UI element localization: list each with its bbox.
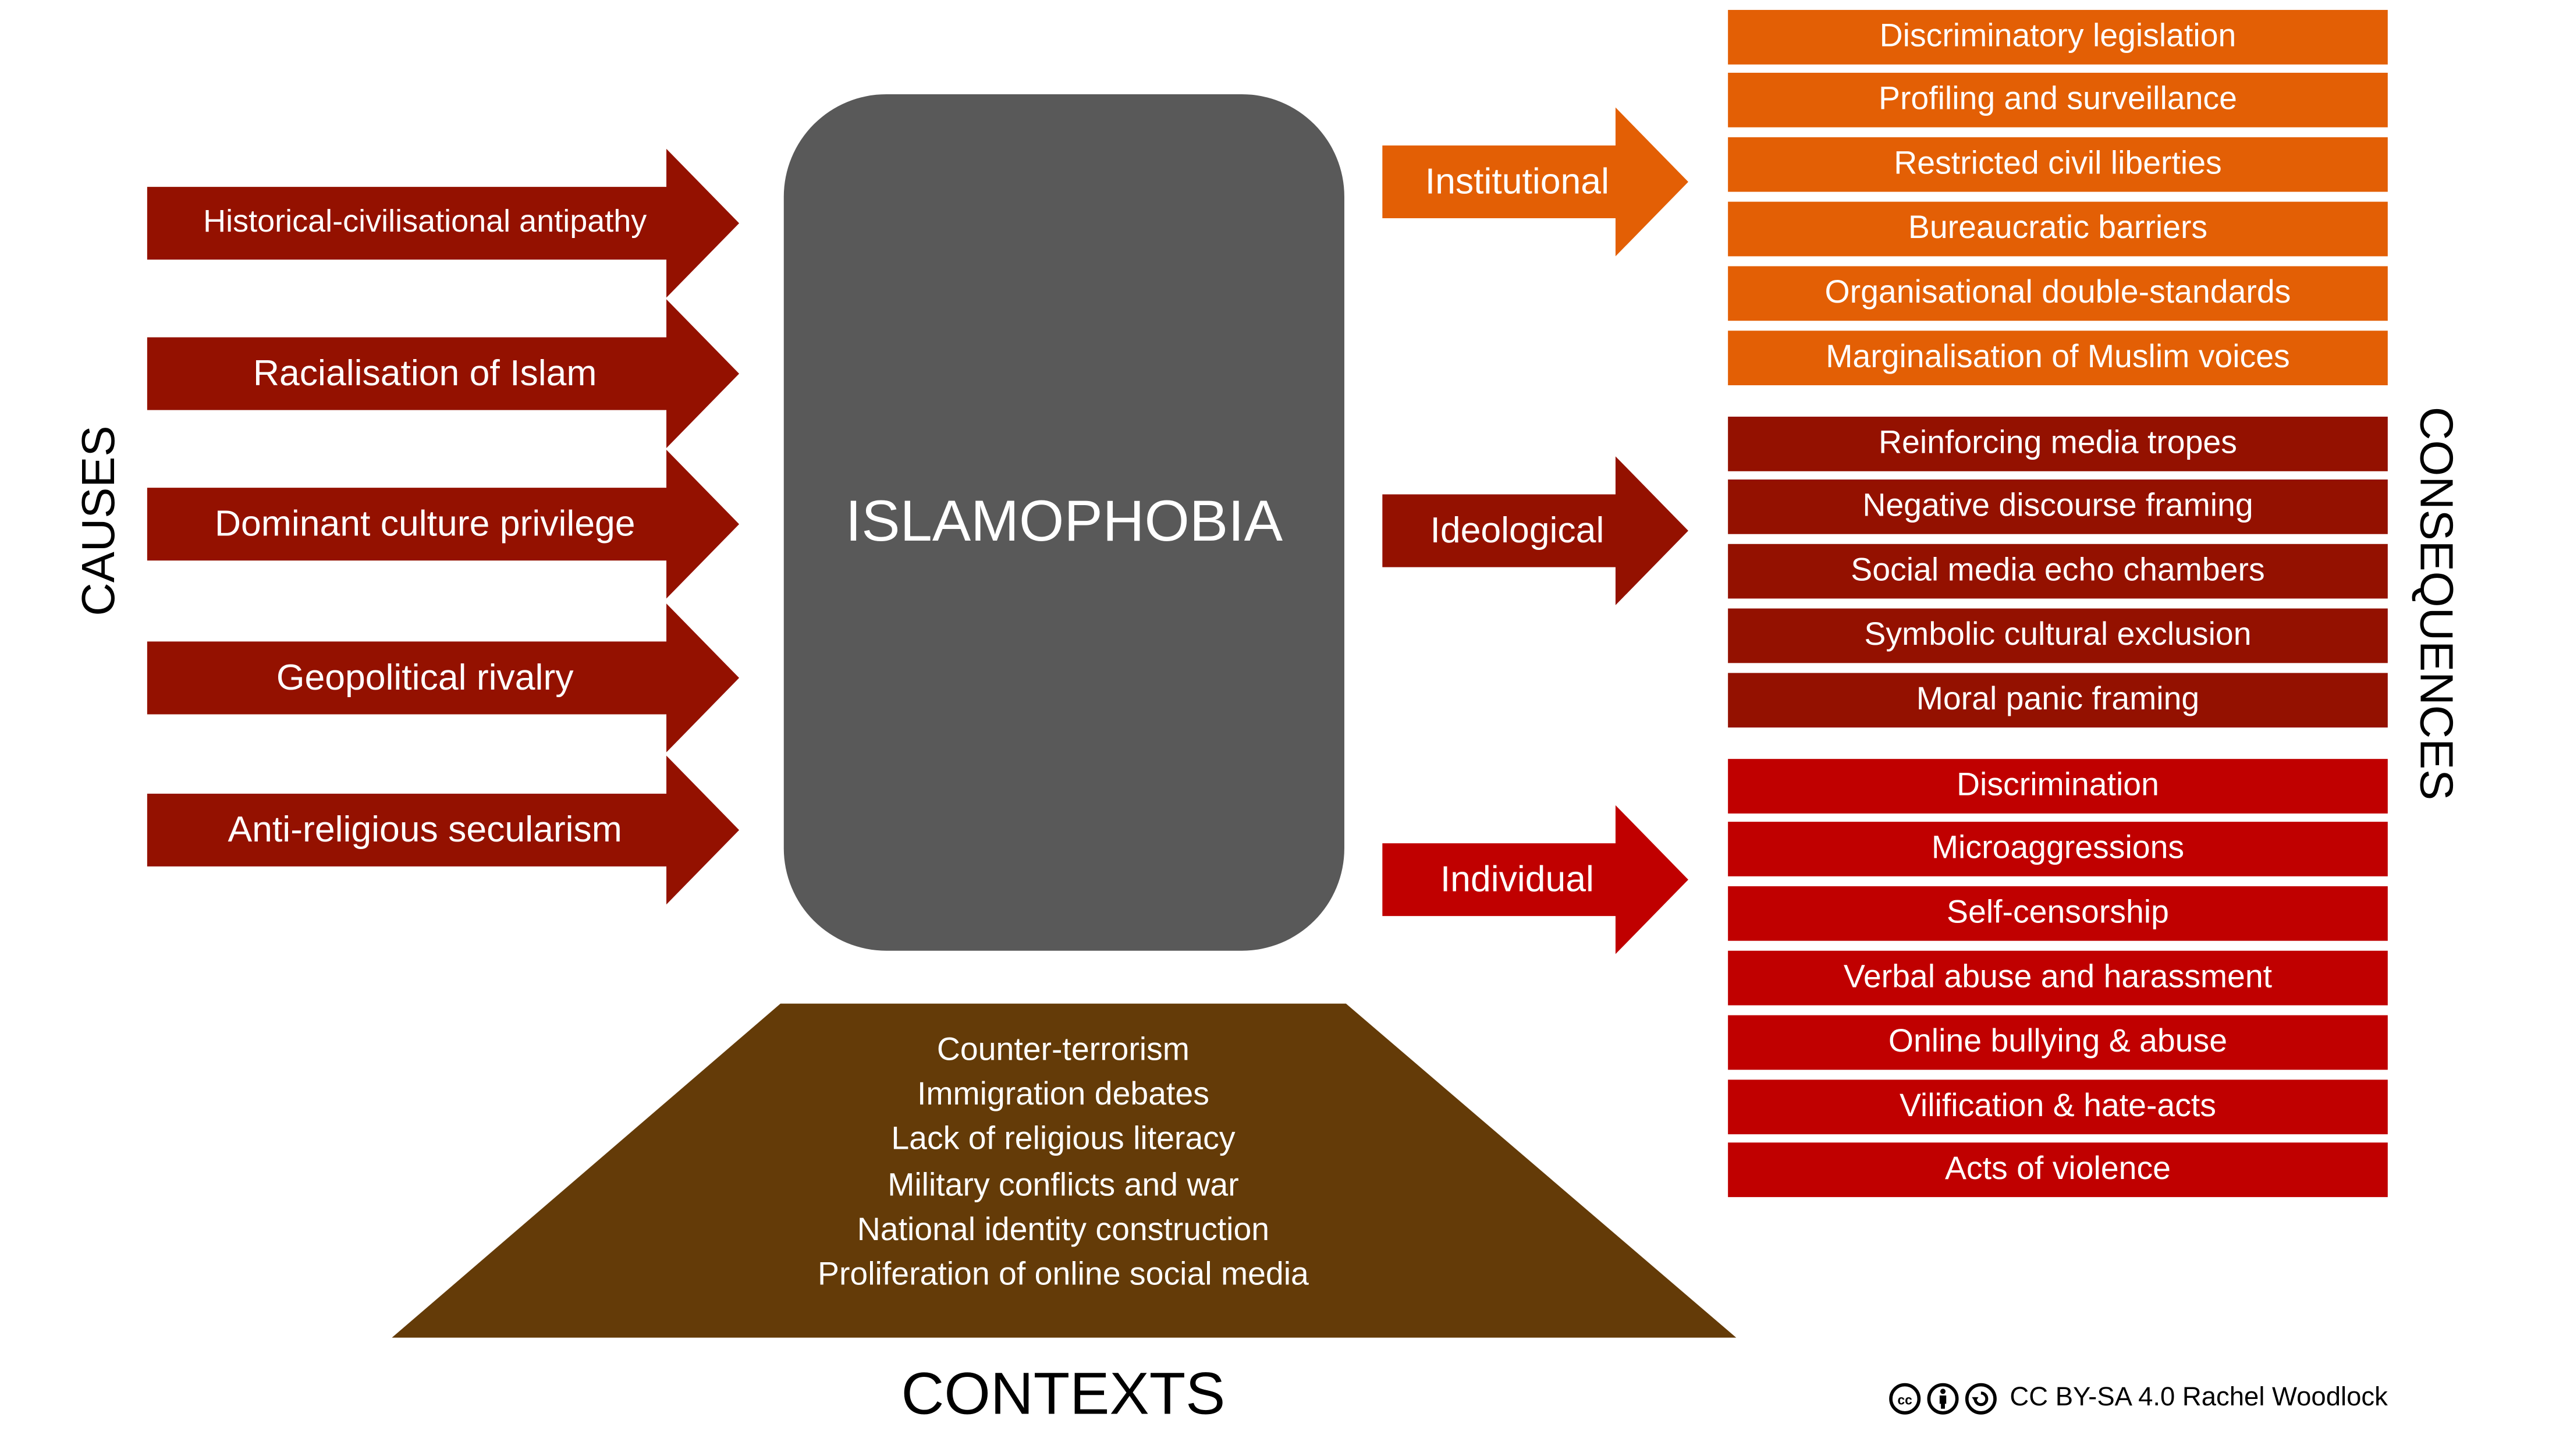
cc-icon: cc — [1890, 1383, 1922, 1415]
consequence-item: Reinforcing media tropes — [1728, 416, 2388, 471]
contexts-trapezoid — [392, 1003, 1737, 1338]
contexts-heading: CONTEXTS — [901, 1359, 1226, 1427]
license-credit: cc CC BY-SA 4.0 Rachel Woodlock — [1869, 1382, 2388, 1415]
consequence-type-institutional: Institutional — [1425, 160, 1609, 202]
causes-heading: CAUSES — [73, 425, 125, 616]
consequence-item: Organisational double-standards — [1728, 265, 2388, 321]
by-icon — [1927, 1383, 1959, 1415]
cause-arrow — [147, 449, 740, 599]
license-text: CC BY-SA 4.0 Rachel Woodlock — [2010, 1384, 2388, 1412]
consequence-item: Bureaucratic barriers — [1728, 201, 2388, 257]
islamophobia-title: ISLAMOPHOBIA — [845, 489, 1283, 554]
cause-label: Racialisation of Islam — [253, 352, 597, 394]
consequence-item: Online bullying & abuse — [1728, 1014, 2388, 1070]
context-item: National identity construction — [857, 1212, 1270, 1249]
consequence-arrow — [1382, 456, 1688, 605]
consequence-item: Microaggressions — [1728, 822, 2388, 877]
consequence-item: Verbal abuse and harassment — [1728, 950, 2388, 1006]
consequence-item: Marginalisation of Muslim voices — [1728, 329, 2388, 385]
consequence-item: Discrimination — [1728, 758, 2388, 813]
consequence-item: Social media echo chambers — [1728, 544, 2388, 599]
svg-text:cc: cc — [1898, 1393, 1913, 1408]
context-item: Counter-terrorism — [936, 1031, 1190, 1068]
consequence-type-individual: Individual — [1440, 858, 1594, 900]
consequence-arrow — [1382, 805, 1688, 954]
context-item: Proliferation of online social media — [818, 1256, 1309, 1293]
consequence-item: Moral panic framing — [1728, 672, 2388, 727]
consequence-item: Acts of violence — [1728, 1143, 2388, 1198]
sa-icon — [1966, 1383, 1998, 1415]
consequence-item: Profiling and surveillance — [1728, 73, 2388, 128]
cause-label: Historical-civilisational antipathy — [203, 205, 647, 240]
context-item: Immigration debates — [917, 1076, 1209, 1113]
context-item: Military conflicts and war — [888, 1167, 1239, 1204]
consequence-item: Restricted civil liberties — [1728, 137, 2388, 192]
consequence-item: Symbolic cultural exclusion — [1728, 608, 2388, 663]
islamophobia-box — [783, 94, 1344, 951]
cause-label: Geopolitical rivalry — [276, 656, 574, 698]
consequence-item: Negative discourse framing — [1728, 480, 2388, 535]
consequences-heading: CONSEQUENCES — [2411, 406, 2462, 801]
consequence-item: Vilification & hate-acts — [1728, 1078, 2388, 1134]
cause-arrow — [147, 755, 740, 905]
cause-arrow — [147, 299, 740, 448]
consequence-item: Discriminatory legislation — [1728, 9, 2388, 64]
cause-arrow — [147, 603, 740, 752]
context-item: Lack of religious literacy — [891, 1121, 1236, 1157]
consequence-item: Self-censorship — [1728, 886, 2388, 941]
cause-label: Dominant culture privilege — [214, 502, 636, 544]
cause-label: Anti-religious secularism — [228, 808, 622, 850]
consequence-arrow — [1382, 107, 1688, 257]
consequence-type-ideological: Ideological — [1430, 509, 1604, 551]
cause-arrow — [147, 148, 740, 298]
